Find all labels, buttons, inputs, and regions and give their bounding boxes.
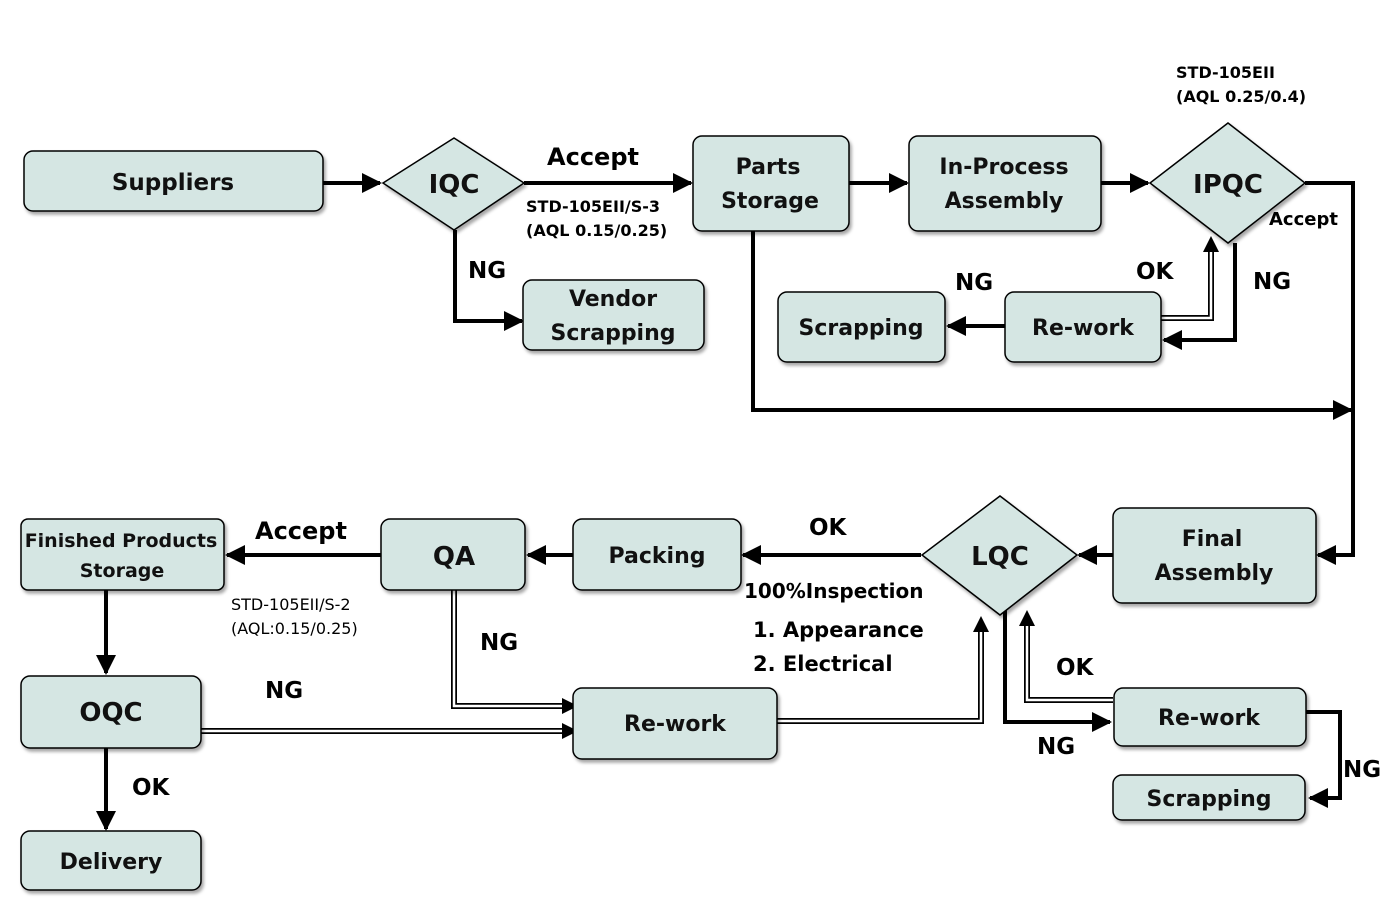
node-packing-label: Packing (608, 544, 705, 569)
node-parts-storage-line1: Parts (736, 155, 801, 180)
label-iqc-std: STD-105EII/S-3 (526, 197, 660, 216)
label-qa-accept: Accept (255, 517, 347, 545)
node-finished-products-storage-line1: Finished Products (25, 530, 218, 552)
edge-ipqc-final-assembly (1305, 181, 1355, 565)
label-iqc-aql: (AQL 0.15/0.25) (526, 221, 667, 240)
label-iqc-accept: Accept (547, 143, 639, 171)
node-qa-label: QA (433, 542, 475, 572)
node-lqc-label: LQC (971, 542, 1029, 572)
node-lqc[interactable]: LQC (920, 495, 1079, 616)
node-rework-top[interactable]: Re-work (1004, 291, 1162, 363)
label-rework-right-ng: NG (1343, 757, 1381, 783)
edge-labels: Accept STD-105EII/S-3 (AQL 0.15/0.25) NG… (132, 63, 1381, 801)
node-iqc-label: IQC (429, 170, 480, 200)
node-scrapping-top-label: Scrapping (798, 316, 923, 341)
label-ipqc-aql: (AQL 0.25/0.4) (1176, 87, 1306, 106)
node-scrapping-right-label: Scrapping (1146, 787, 1271, 812)
node-delivery-label: Delivery (60, 850, 163, 875)
node-in-process-assembly-line1: In-Process (939, 155, 1068, 180)
node-parts-storage[interactable]: Parts Storage (692, 135, 850, 232)
label-iqc-ng: NG (468, 258, 506, 284)
edge-lqc-rework-right (1003, 600, 1112, 732)
node-ipqc-label: IPQC (1193, 170, 1263, 200)
label-qa-ng: NG (480, 630, 518, 656)
node-oqc-label: OQC (79, 698, 142, 728)
node-vendor-scrapping[interactable]: Vendor Scrapping (522, 279, 705, 351)
node-suppliers-label: Suppliers (112, 170, 234, 196)
label-lqc-ok: OK (809, 515, 848, 541)
node-final-assembly-line1: Final (1182, 527, 1243, 552)
node-rework-right[interactable]: Re-work (1113, 687, 1307, 747)
label-ipqc-ng: NG (1253, 269, 1291, 295)
connectors (96, 173, 1355, 831)
node-oqc[interactable]: OQC (20, 675, 202, 749)
node-parts-storage-line2: Storage (721, 189, 819, 214)
node-scrapping-right[interactable]: Scrapping (1112, 774, 1306, 821)
label-ipqc-std: STD-105EII (1176, 63, 1275, 82)
node-suppliers[interactable]: Suppliers (23, 150, 324, 212)
label-ipqc-accept: Accept (1269, 209, 1338, 230)
node-iqc[interactable]: IQC (381, 137, 526, 231)
node-rework-right-label: Re-work (1158, 706, 1261, 731)
label-oqc-ok: OK (132, 775, 171, 801)
label-qa-aql: (AQL:0.15/0.25) (231, 619, 358, 638)
label-qa-std: STD-105EII/S-2 (231, 595, 351, 614)
label-rework-top-ng: NG (955, 270, 993, 296)
label-inspection-item1: 1. Appearance (753, 618, 924, 642)
node-in-process-assembly[interactable]: In-Process Assembly (908, 135, 1102, 232)
node-rework-top-label: Re-work (1032, 316, 1135, 341)
node-vendor-scrapping-line2: Scrapping (550, 321, 675, 346)
edge-parts-storage-bypass (751, 231, 1353, 420)
label-inspection-item2: 2. Electrical (753, 652, 893, 676)
node-qa[interactable]: QA (380, 518, 526, 591)
edge-ipqc-rework (1162, 243, 1237, 350)
node-scrapping-top[interactable]: Scrapping (777, 291, 946, 363)
edge-iqc-vendor-scrapping (453, 230, 524, 331)
nodes: Suppliers IQC Vendor Scrapping Parts Sto… (20, 122, 1317, 891)
label-lqc-ng: NG (1037, 734, 1075, 760)
label-lqc-rework-ok: OK (1056, 655, 1095, 681)
node-rework-bottom-label: Re-work (624, 712, 727, 737)
node-final-assembly[interactable]: Final Assembly (1112, 507, 1317, 604)
node-finished-products-storage[interactable]: Finished Products Storage (20, 518, 225, 591)
label-ipqc-ok: OK (1136, 259, 1175, 285)
node-packing[interactable]: Packing (572, 518, 742, 591)
edge-rework-right-scrapping (1306, 710, 1342, 808)
label-oqc-ng: NG (265, 678, 303, 704)
node-rework-bottom[interactable]: Re-work (572, 687, 778, 760)
node-vendor-scrapping-line1: Vendor (569, 287, 657, 312)
node-finished-products-storage-line2: Storage (80, 560, 165, 582)
node-in-process-assembly-line2: Assembly (945, 189, 1064, 214)
label-inspection-title: 100%Inspection (744, 579, 924, 603)
node-final-assembly-line2: Assembly (1155, 561, 1274, 586)
node-delivery[interactable]: Delivery (20, 830, 202, 891)
node-ipqc[interactable]: IPQC (1148, 122, 1307, 244)
